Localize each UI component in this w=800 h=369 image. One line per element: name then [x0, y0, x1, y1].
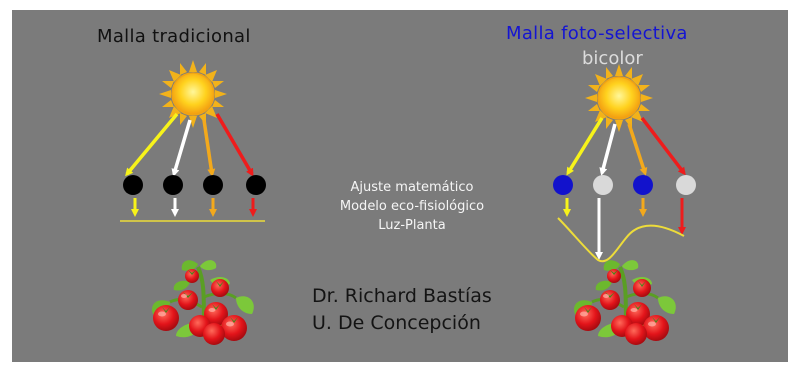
ray-orange	[202, 119, 216, 177]
ray-white	[599, 123, 617, 176]
left-transmitted-rays	[131, 198, 257, 217]
model-line: Modelo eco-fisiológico	[339, 199, 485, 214]
tomato-plant-icon	[149, 258, 256, 347]
model-line: Luz-Planta	[378, 218, 446, 233]
ray-orange	[627, 123, 648, 176]
slide: Malla tradicional Malla foto-selectiva b…	[12, 10, 788, 362]
left-incoming-rays	[125, 112, 254, 177]
model-line: Ajuste matemático	[350, 180, 474, 195]
dot-black	[203, 175, 223, 195]
author-block: Dr. Richard Bastías U. De Concepción	[312, 283, 492, 337]
ray-red	[215, 113, 254, 177]
model-description: Ajuste matemático Modelo eco-fisiológico…	[287, 178, 537, 235]
right-transmitted-rays	[563, 198, 686, 260]
dot-blue	[553, 175, 573, 195]
author-name: Dr. Richard Bastías	[312, 285, 492, 307]
dot-blue	[633, 175, 653, 195]
right-net-dots	[553, 175, 696, 195]
dot-gray	[676, 175, 696, 195]
ray-yellow	[125, 112, 179, 177]
tomato-plant-icon	[571, 258, 678, 347]
right-subtitle: bicolor	[582, 48, 643, 69]
dot-black	[123, 175, 143, 195]
right-title: Malla foto-selectiva	[506, 23, 688, 44]
dot-black	[163, 175, 183, 195]
spectral-curve	[557, 217, 685, 263]
dot-gray	[593, 175, 613, 195]
ray-yellow	[566, 117, 604, 176]
author-affiliation: U. De Concepción	[312, 312, 481, 334]
ray-white	[171, 119, 192, 177]
sun-icon	[158, 59, 228, 129]
right-incoming-rays	[566, 116, 686, 176]
diagram-graphics	[120, 59, 696, 347]
left-net-dots	[123, 175, 266, 195]
left-title: Malla tradicional	[97, 26, 251, 47]
dot-black	[246, 175, 266, 195]
ray-red	[640, 116, 686, 176]
